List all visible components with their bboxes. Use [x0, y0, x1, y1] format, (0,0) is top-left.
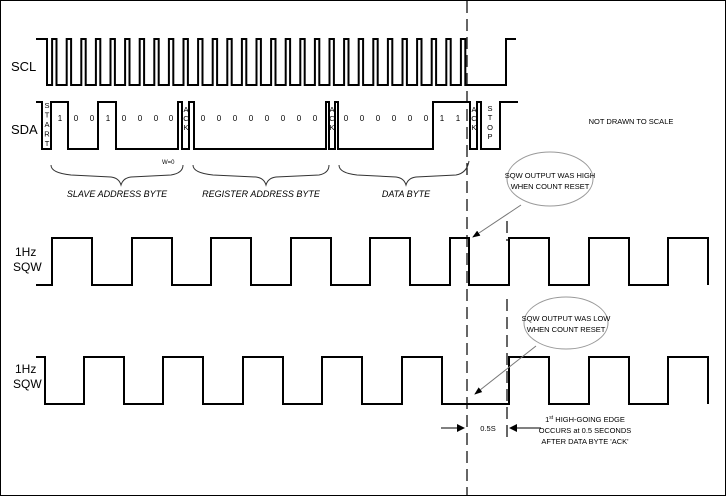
slave-address-bit: 0	[74, 114, 79, 123]
slave-address-byte-label: SLAVE ADDRESS BYTE	[67, 189, 168, 199]
ack-letter: K	[471, 123, 476, 132]
register-address-bit: 0	[313, 114, 318, 123]
scl-label: SCL	[11, 59, 36, 74]
start-letter: T	[45, 111, 50, 120]
slave-address-bit: 0	[122, 114, 127, 123]
data-byte-bit: 0	[360, 114, 365, 123]
start-letter: S	[44, 101, 49, 110]
high-reset-callout	[506, 151, 594, 207]
register-address-byte-label: REGISTER ADDRESS BYTE	[202, 189, 321, 199]
high-reset-line2: WHEN COUNT RESET	[511, 182, 590, 191]
data-byte-bit: 0	[376, 114, 381, 123]
start-letter: T	[45, 139, 50, 148]
sqw2-label-name: SQW	[13, 377, 42, 391]
interval-label: 0.5S	[480, 424, 495, 433]
ack-letter: C	[183, 114, 189, 123]
ack-letter: C	[329, 114, 335, 123]
sqw-low-reset-waveform	[36, 356, 709, 405]
stop-letter: P	[487, 132, 492, 141]
low-reset-callout	[523, 296, 609, 350]
ack-letter: K	[183, 123, 188, 132]
slave-address-bit: 0	[169, 114, 174, 123]
first-edge-text: HIGH-GOING EDGE	[553, 415, 625, 424]
sqw2-label-freq: 1Hz	[15, 362, 36, 376]
ack-letter: A	[183, 105, 188, 114]
sqw1-label-freq: 1Hz	[15, 245, 36, 259]
slave-address-bit: 1	[106, 114, 111, 123]
scl-waveform	[36, 38, 516, 86]
register-address-bit: 0	[249, 114, 254, 123]
data-byte-bit: 0	[392, 114, 397, 123]
data-byte-bit: 0	[424, 114, 429, 123]
data-byte-bit: 1	[456, 114, 461, 123]
register-address-bit: 0	[265, 114, 270, 123]
register-address-bit: 0	[201, 114, 206, 123]
start-letter: A	[44, 120, 49, 129]
sqw-high-reset-waveform	[36, 237, 709, 286]
stop-letter: T	[488, 113, 493, 122]
register-address-bit: 0	[281, 114, 286, 123]
start-letter: R	[44, 130, 50, 139]
data-byte-brace	[338, 160, 470, 187]
sda-waveform	[36, 101, 518, 150]
stop-letter: O	[487, 123, 493, 132]
data-byte-bit: 1	[440, 114, 445, 123]
data-byte-bit: 0	[344, 114, 349, 123]
ack-letter: K	[329, 123, 334, 132]
stop-letter: S	[487, 104, 492, 113]
ack-letter: A	[329, 105, 334, 114]
first-edge-note-line1: 1st HIGH-GOING EDGE	[545, 415, 625, 424]
sqw1-label-name: SQW	[13, 260, 42, 274]
sda-label: SDA	[11, 122, 38, 137]
low-reset-arrow	[474, 345, 537, 395]
register-address-bit: 0	[217, 114, 222, 123]
slave-address-bit: 0	[138, 114, 143, 123]
high-reset-line1: SQW OUTPUT WAS HIGH	[505, 171, 595, 180]
slave-address-bit: 0	[90, 114, 95, 123]
first-edge-ordinal-suffix: st	[549, 415, 554, 421]
slave-address-bit: 0	[154, 114, 159, 123]
high-reset-arrow	[472, 204, 522, 238]
register-address-bit: 0	[297, 114, 302, 123]
data-byte-bit: 0	[408, 114, 413, 123]
first-edge-note-line2: OCCURS at 0.5 SECONDS	[539, 426, 632, 435]
ack-letter: A	[471, 105, 476, 114]
low-reset-line2: WHEN COUNT RESET	[527, 325, 606, 334]
rw-bit-label: W=0	[162, 160, 175, 166]
first-edge-note-line3: AFTER DATA BYTE 'ACK'	[541, 437, 629, 446]
register-address-brace	[192, 164, 330, 187]
data-byte-label: DATA BYTE	[382, 189, 431, 199]
not-to-scale-note: NOT DRAWN TO SCALE	[589, 117, 674, 126]
low-reset-line1: SQW OUTPUT WAS LOW	[522, 314, 612, 323]
ack-letter: C	[471, 114, 477, 123]
register-address-bit: 0	[233, 114, 238, 123]
first-edge-ordinal: 1	[545, 415, 549, 424]
slave-address-bit: 1	[58, 114, 63, 123]
slave-address-brace	[50, 164, 184, 187]
